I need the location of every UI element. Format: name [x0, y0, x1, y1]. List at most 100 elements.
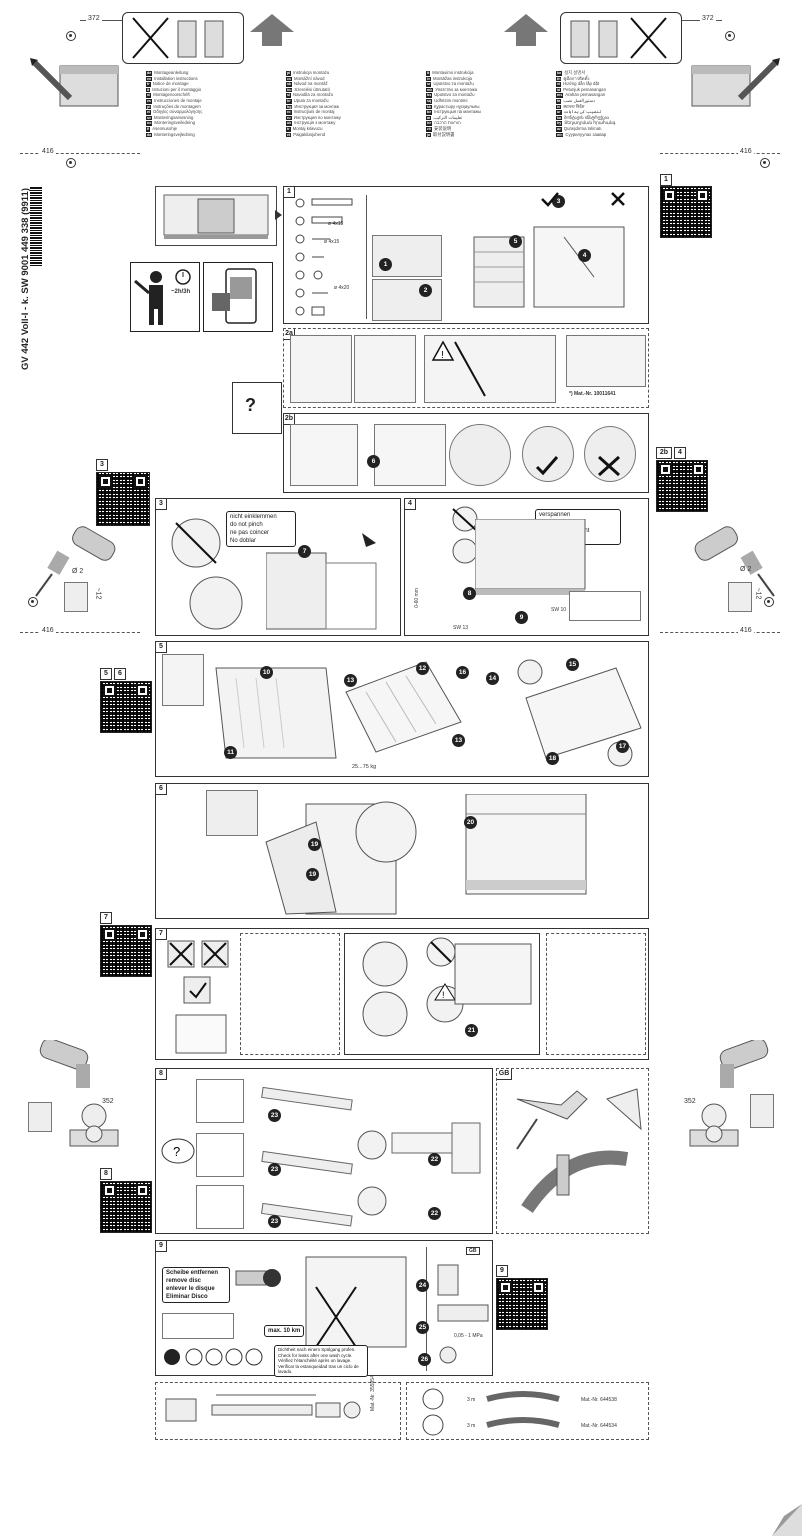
drill-depth-left: ~12 [94, 587, 102, 600]
qr-label-1: 1 [660, 174, 672, 186]
qr-code-8[interactable] [100, 1181, 152, 1233]
door-panel-illustration [215, 667, 337, 759]
qr-code-3[interactable] [96, 472, 150, 526]
accessory-hose-extension: Mat.-Nr. 355954 [155, 1375, 401, 1440]
cabinet-nogo-illustration [122, 12, 244, 64]
drill-icon [719, 1040, 769, 1088]
door-template [345, 661, 462, 753]
check-cross-icons [541, 192, 625, 207]
cutter-tool-illustration [516, 1088, 642, 1213]
dim-416-right: 416 [738, 148, 754, 155]
leak-check-note: Dichtheit nach einem Spülgang prüfen.Che… [274, 1345, 368, 1377]
qr-label-4: 4 [674, 447, 686, 459]
panel-5: 5 10 11 12 13 13 25...75 kg 14 15 16 17 … [155, 641, 649, 777]
dishwasher-illustration [473, 226, 625, 308]
qr-code-9[interactable] [496, 1278, 548, 1330]
gb-tag: GB [466, 1247, 480, 1255]
drill-icon [694, 526, 775, 597]
panel-2b: 2b 6 [283, 413, 649, 493]
qr-code-5-6[interactable] [100, 681, 152, 733]
height-range: 0-60 mm [413, 588, 420, 608]
qr-code-2b-4[interactable] [656, 460, 708, 512]
qr-code-1[interactable] [660, 186, 712, 238]
warning-icon: ! [431, 340, 486, 397]
hose-icon [486, 1391, 560, 1428]
qr-code-7[interactable] [100, 925, 152, 977]
dim-416-mid-left: 416 [40, 627, 56, 634]
page-curl-icon[interactable] [772, 1504, 802, 1536]
pencil-cabinet-icon [30, 58, 119, 107]
rail-installation [260, 1086, 481, 1227]
dishwasher-connection [305, 1256, 407, 1348]
phone-qr-illustration [203, 262, 273, 332]
question-door-illustration: ? [232, 382, 282, 434]
arrow-up-icon [504, 14, 548, 32]
mat-number-2: Mat.-Nr. 644534 [581, 1423, 617, 1429]
qr-label-6: 6 [114, 668, 126, 680]
level-icon [452, 506, 478, 564]
timer-label: ~2h/3h [171, 289, 191, 295]
panel-6: 6 19 19 20 [155, 783, 649, 919]
person-tool-icon [134, 269, 191, 325]
smartphone-icon [212, 268, 257, 324]
panel-1: 1 ø 4x15 ø 4x15 ø 4x20 1 2 5 4 3 [283, 186, 649, 324]
dim-416-left: 416 [40, 148, 56, 155]
svg-text:?: ? [173, 1144, 180, 1159]
qr-label-2b: 2b [656, 447, 672, 459]
question-icon: ? [245, 395, 256, 415]
panel-gb: GB [496, 1068, 649, 1234]
arrow-up-icon [250, 14, 294, 32]
hose-pinch-icon [171, 518, 221, 568]
screw-spec-3: ø 4x20 [334, 285, 350, 291]
drill-diameter-right: Ø 2 [740, 566, 752, 573]
pencil-cabinet-icon [691, 58, 780, 107]
qr-label-7: 7 [100, 912, 112, 924]
panel-4: 4 verspannenbracecaler verticalementEnra… [404, 498, 649, 636]
qr-label-8: 8 [100, 1168, 112, 1180]
cabinet-nogo-illustration-right [560, 12, 682, 64]
mat-number-1: Mat.-Nr. 644538 [581, 1397, 617, 1403]
socket-icon [422, 1388, 444, 1436]
dim-372-left: 372 [86, 15, 102, 22]
accessory-hoses: 3 m 3 m Mat.-Nr. 644538 Mat.-Nr. 644534 [406, 1382, 649, 1440]
dishwasher-front [475, 519, 586, 595]
door-adjust-illustration: ! [362, 937, 532, 1037]
mat-number-extension: Mat.-Nr. 355954 [370, 1375, 376, 1411]
target-mark-top-left [66, 31, 76, 41]
